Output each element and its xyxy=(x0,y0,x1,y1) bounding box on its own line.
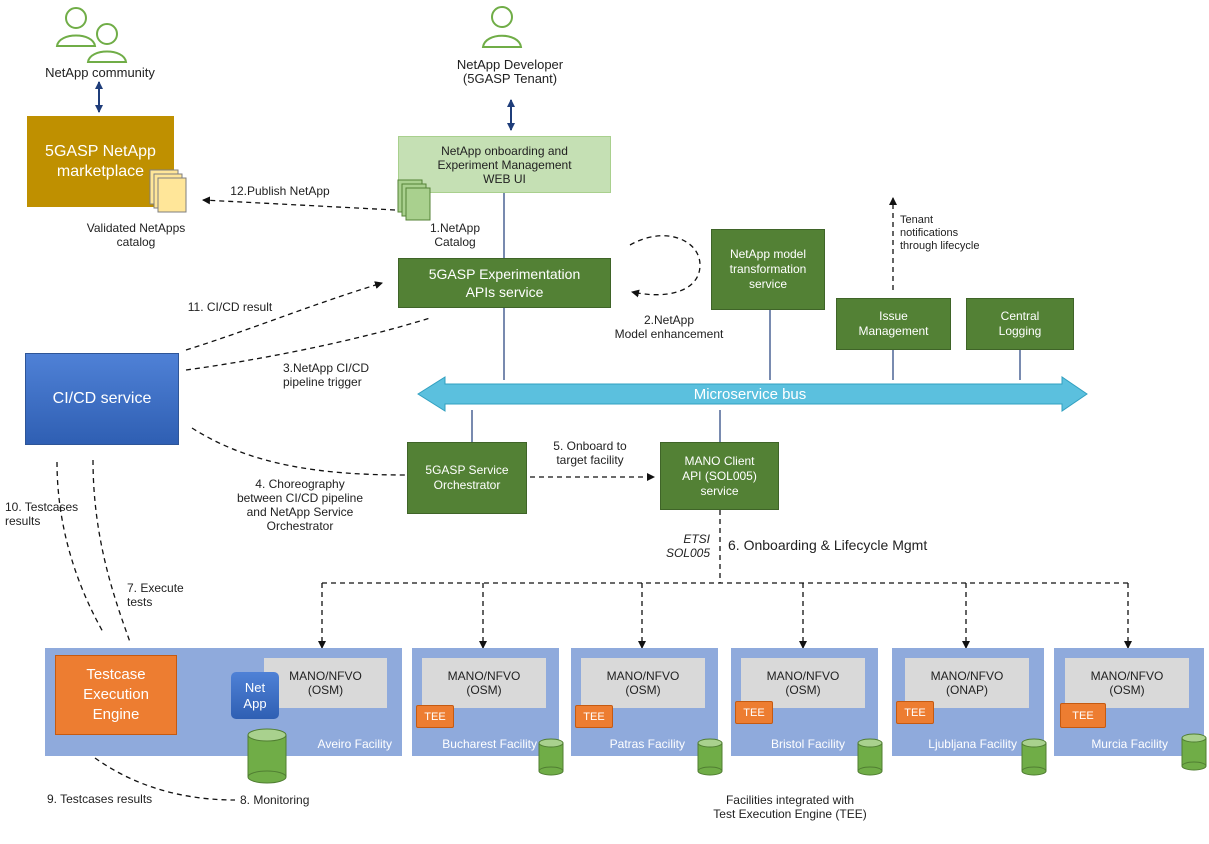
facility-name: Ljubljana Facility xyxy=(928,737,1017,751)
facility-mano: MANO/NFVO (OSM) xyxy=(264,658,387,708)
onboard-target-label: 5. Onboard to target facility xyxy=(553,439,627,467)
monitoring-label: 8. Monitoring xyxy=(240,793,310,807)
developer-label: NetApp Developer (5GASP Tenant) xyxy=(456,57,564,86)
microservice-bus xyxy=(417,376,1088,412)
facility-name: Bucharest Facility xyxy=(442,737,537,751)
facility-bucharest: MANO/NFVO (OSM) TEE Bucharest Facility xyxy=(412,648,559,756)
publish-label: 12.Publish NetApp xyxy=(230,184,330,198)
facility-name: Murcia Facility xyxy=(1091,737,1168,751)
orchestrator-box: 5GASP Service Orchestrator xyxy=(407,442,527,514)
facility-name: Aveiro Facility xyxy=(317,737,392,751)
tee-engine-box: Testcase Execution Engine xyxy=(55,655,177,735)
tee-badge: TEE xyxy=(896,701,934,724)
facilities-tee-caption: Facilities integrated with Test Executio… xyxy=(713,793,867,821)
webui-doc-icon xyxy=(397,179,431,221)
testcases-results-10-label: 10. Testcases results xyxy=(5,500,79,528)
validated-catalog-label: Validated NetApps catalog xyxy=(86,221,186,249)
catalog-doc-icon xyxy=(149,169,187,213)
model-enhancement-label: 2.NetApp Model enhancement xyxy=(614,313,724,341)
choreo-line xyxy=(191,427,406,476)
tee-badge: TEE xyxy=(1060,703,1106,728)
murcia-db-icon xyxy=(1181,733,1207,771)
etsi-sol005-label: ETSI SOL005 xyxy=(665,532,710,560)
onboarding-lifecycle-label: 6. Onboarding & Lifecycle Mgmt xyxy=(728,537,928,553)
facility-name: Patras Facility xyxy=(609,737,685,751)
execute-tests-label: 7. Execute tests xyxy=(127,581,184,609)
model-enhance-arrow xyxy=(629,235,701,298)
aveiro-db-icon xyxy=(247,728,287,784)
testcases-results-10-line xyxy=(56,461,104,633)
developer-user-icon xyxy=(481,6,523,48)
pipeline-trigger-label: 3.NetApp CI/CD pipeline trigger xyxy=(283,361,370,389)
facility-mano: MANO/NFVO (OSM) xyxy=(422,658,546,708)
exp-api-box: 5GASP Experimentation APIs service xyxy=(398,258,611,308)
execute-tests-line xyxy=(92,459,131,643)
community-label: NetApp community xyxy=(45,65,155,80)
publish-arrow xyxy=(202,196,396,211)
community-user-icon xyxy=(55,7,128,63)
facility-murcia: MANO/NFVO (OSM) TEE Murcia Facility xyxy=(1054,648,1204,756)
pipeline-trigger-line xyxy=(185,317,431,371)
cicd-result-arrow xyxy=(185,281,383,351)
bucharest-db-icon xyxy=(538,738,564,776)
facility-mano: MANO/NFVO (OSM) xyxy=(581,658,705,708)
issue-management-box: Issue Management xyxy=(836,298,951,350)
facility-ljubljana: MANO/NFVO (ONAP) TEE Ljubljana Facility xyxy=(892,648,1044,756)
facility-bristol: MANO/NFVO (OSM) TEE Bristol Facility xyxy=(731,648,878,756)
bristol-db-icon xyxy=(857,738,883,776)
monitoring-line xyxy=(94,757,236,801)
netapp-box: Net App xyxy=(231,672,279,719)
central-logging-box: Central Logging xyxy=(966,298,1074,350)
mano-client-box: MANO Client API (SOL005) service xyxy=(660,442,779,510)
facility-mano: MANO/NFVO (OSM) xyxy=(1065,658,1189,708)
tee-badge: TEE xyxy=(735,701,773,724)
cicd-result-label: 11. CI/CD result xyxy=(187,300,273,314)
model-transform-box: NetApp model transformation service xyxy=(711,229,825,310)
microservice-bus-label: Microservice bus xyxy=(693,386,807,403)
facility-mano: MANO/NFVO (ONAP) xyxy=(905,658,1029,708)
facility-patras: MANO/NFVO (OSM) TEE Patras Facility xyxy=(571,648,718,756)
choreography-label: 4. Choreography between CI/CD pipeline a… xyxy=(236,477,364,533)
facility-name: Bristol Facility xyxy=(770,737,845,751)
ljubljana-db-icon xyxy=(1021,738,1047,776)
facility-mano: MANO/NFVO (OSM) xyxy=(741,658,865,708)
cicd-service-box: CI/CD service xyxy=(25,353,179,445)
patras-db-icon xyxy=(697,738,723,776)
netapp-catalog-label: 1.NetApp Catalog xyxy=(429,221,481,249)
tee-badge: TEE xyxy=(416,705,454,728)
tee-badge: TEE xyxy=(575,705,613,728)
marketplace-box: 5GASP NetApp marketplace xyxy=(27,116,174,207)
webui-box: NetApp onboarding and Experiment Managem… xyxy=(398,136,611,193)
facility-aveiro: MANO/NFVO (OSM) Testcase Execution Engin… xyxy=(45,648,402,756)
tenant-notifications-label: Tenant notifications through lifecycle xyxy=(900,214,980,252)
testcases-results-9-label: 9. Testcases results xyxy=(47,792,153,806)
